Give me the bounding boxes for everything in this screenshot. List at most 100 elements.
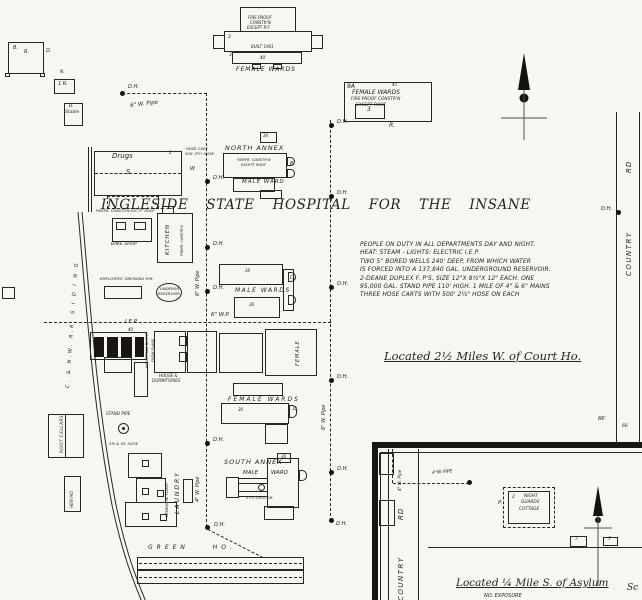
- building-label: GUARDS: [521, 500, 540, 505]
- fireproof-note: CONSTR'N: [250, 20, 271, 25]
- hydrant-marker: [204, 524, 210, 530]
- inset-building: [379, 500, 395, 526]
- main-building: [219, 333, 263, 373]
- building-number: 36: [249, 302, 255, 307]
- pipe-label: 6" W. Pipe: [195, 270, 201, 296]
- dimension: 45: [392, 82, 398, 87]
- hydrant-marker: [466, 479, 472, 485]
- room-label: W: [190, 166, 195, 172]
- male-wards-bay: [288, 295, 296, 305]
- pump-note: 4 P'S 200 G.P.M.: [246, 496, 274, 500]
- hose-note: 2½ & 55' HOSE: [109, 441, 139, 446]
- south-annex-bay: [299, 470, 307, 481]
- dimension: 40: [128, 327, 134, 332]
- room-label: D.: [293, 406, 299, 412]
- water-pipe: [44, 322, 331, 323]
- north-annex-bay: [287, 169, 295, 178]
- hydrant-label: D.H.: [213, 175, 225, 181]
- platform-line: [91, 147, 92, 212]
- building-label: BAKE SHOP: [111, 242, 137, 247]
- sheet-ref: 9A: [347, 83, 355, 90]
- building-number: 36: [238, 407, 244, 412]
- building-number: 36: [245, 268, 251, 273]
- storey-number: 3: [229, 53, 232, 58]
- shed: [2, 287, 15, 299]
- hydrant-marker: [328, 284, 334, 290]
- note-line: 95,000 GAL. STAND PIPE 110' HIGH. 1 MILE…: [360, 284, 550, 291]
- hydrant-label: D.H.: [213, 437, 225, 443]
- pipe-label: 4" W. Pipe: [195, 476, 201, 502]
- hydrant-marker: [328, 517, 334, 523]
- bake-shop-room: [116, 222, 126, 230]
- building-number: 36: [281, 454, 287, 459]
- plant-label: I.E.P.: [125, 319, 138, 325]
- railroad-track: [77, 211, 146, 600]
- male-wards: [234, 297, 280, 318]
- greenhouse: [137, 570, 304, 584]
- room-label: R.: [24, 49, 30, 55]
- building-label: FROM PLANS: [151, 338, 155, 362]
- building-label: Drugs: [112, 152, 133, 160]
- female-wards-mid: [233, 383, 283, 396]
- north-arrow-inset-icon: [584, 486, 612, 586]
- female-wards-top: [232, 52, 302, 64]
- dressing-room: [104, 286, 142, 299]
- built-note: BUILT 1901: [251, 44, 274, 49]
- stable-label: Stable: [65, 110, 80, 115]
- inset-road-line: [418, 449, 419, 600]
- underground-reservoir: [156, 283, 182, 302]
- building-label: COTTAGE: [519, 507, 540, 512]
- north-annex: [260, 190, 282, 199]
- fireproof-note: FIREPR. CONSTR'N EXC'PT ROOF: [96, 209, 155, 213]
- male-wards: [219, 264, 283, 285]
- dimension: 40': [260, 55, 267, 60]
- storey-number: 2: [169, 150, 172, 155]
- floor-note: CEMENT W. FLOOR: [165, 483, 169, 517]
- inset-shed: [603, 537, 618, 546]
- building-label: MALE: [243, 470, 259, 476]
- building-label: GREEN HO.: [148, 544, 236, 551]
- located-inset-label: Located ¼ Mile S. of Asylum: [456, 577, 609, 589]
- hydrant-marker: [615, 209, 621, 215]
- water-pipe: [206, 93, 207, 527]
- hydrant-marker: [204, 244, 210, 250]
- building-label: ROOT CELLARS: [59, 414, 64, 453]
- house-foot: [5, 73, 10, 77]
- greenhouse-ridge: [139, 563, 302, 564]
- reservoir-label: UNDERGR.: [160, 286, 181, 291]
- building-label: NORTH ANNEX: [225, 144, 285, 152]
- hydrant-label: D.H.: [337, 374, 349, 380]
- laundry-window: [157, 490, 164, 497]
- hydrant-marker: [328, 193, 334, 199]
- building-label: WARD: [271, 470, 288, 476]
- night-guards-porch: [503, 487, 555, 528]
- fireproof-note: FIREPR. CONSTR'N: [237, 158, 271, 162]
- dormitory-building: [154, 331, 186, 373]
- room-label: D.: [46, 48, 52, 54]
- storey-number: 2: [512, 495, 515, 500]
- pipe-label: 4" W. Pipe: [397, 469, 402, 491]
- sheet-border-inner: [381, 452, 642, 453]
- note-line: HEAT: STEAM - LIGHTS: ELECTRIC I.E.P.: [360, 250, 480, 257]
- south-annex: [267, 458, 299, 508]
- building-number: 7: [575, 537, 578, 542]
- legend-note: EXCEPT ROOF: [356, 103, 387, 108]
- map-title: INGLESIDE STATE HOSPITAL FOR THE INSANE: [101, 197, 531, 213]
- room-label: R.: [389, 122, 396, 129]
- hydrant-label: D.H.: [337, 281, 349, 287]
- inset-shed: [570, 536, 587, 547]
- room-label: B.: [13, 45, 19, 51]
- drugs-annex: [107, 196, 159, 209]
- room-label: B.: [69, 104, 74, 109]
- note-line: PEOPLE ON DUTY IN ALL DEPARTMENTS DAY AN…: [360, 242, 536, 248]
- stand-pipe: [118, 423, 129, 434]
- water-pipe: [122, 93, 207, 94]
- laundry-annex: [183, 479, 193, 503]
- female-wards-wing: [213, 35, 225, 49]
- country-road-line: [616, 112, 617, 447]
- main-building: [265, 329, 317, 376]
- kitchen-annex: [162, 206, 174, 214]
- greenhouse: [137, 557, 304, 570]
